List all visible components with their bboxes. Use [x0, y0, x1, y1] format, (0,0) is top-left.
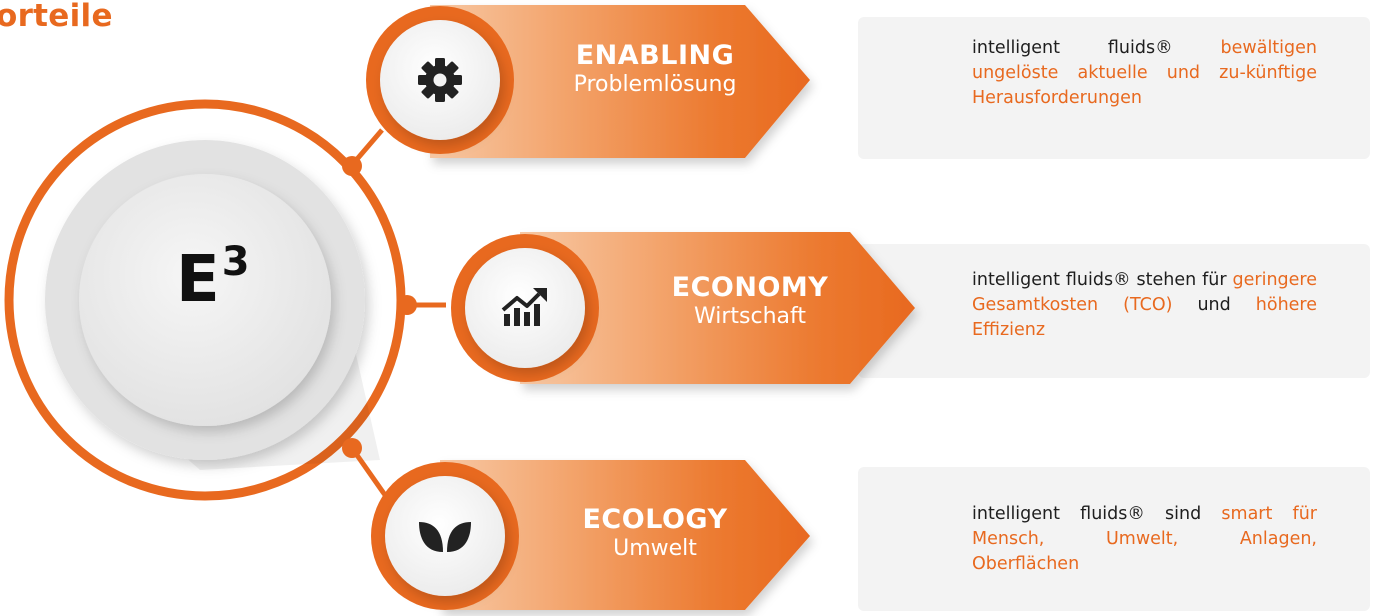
item-subtitle-economy: Wirtschaft — [693, 304, 807, 329]
hub-superscript: 3 — [221, 239, 250, 285]
item-subtitle-enabling: Problemlösung — [573, 72, 737, 97]
description-text: intelligent fluids® stehen für — [972, 270, 1233, 290]
banner-economy — [520, 232, 915, 384]
connector-dot-1 — [342, 156, 362, 176]
hub-letter: E — [176, 243, 220, 317]
description-highlight: bewältigen ungelöste aktuelle und zu-kün… — [972, 38, 1317, 108]
description-ecology: intelligent fluids® sind smart für Mensc… — [972, 502, 1317, 577]
connector-dot-3 — [342, 438, 362, 458]
banner-text-ecology: ECOLOGY Umwelt — [555, 504, 755, 561]
description-text: und — [1172, 295, 1256, 315]
item-subtitle-ecology: Umwelt — [613, 536, 697, 561]
banner-ecology — [440, 460, 810, 610]
description-highlight: geringere Gesamtkosten (TCO) — [972, 270, 1317, 315]
growth-chart-icon — [501, 288, 547, 326]
item-title-enabling: ENABLING — [575, 40, 735, 71]
leaves-icon — [419, 522, 471, 552]
description-text: intelligent fluids® — [972, 38, 1221, 58]
banner-enabling — [430, 5, 810, 158]
icon-disc-3 — [385, 476, 505, 596]
hub-inner-disc — [79, 174, 331, 426]
description-text: intelligent fluids® sind — [972, 504, 1222, 524]
banner-text-enabling: ENABLING Problemlösung — [545, 40, 765, 97]
description-highlight: smart für Mensch, Umwelt, Anlagen, Oberf… — [972, 504, 1317, 574]
desc-card-bg-3 — [858, 467, 1370, 611]
description-economy: intelligent fluids® stehen für geringere… — [972, 268, 1317, 343]
icon-disc-2 — [465, 248, 585, 368]
desc-card-bg-2 — [858, 244, 1370, 378]
connector-dot-2 — [397, 295, 417, 315]
item-title-economy: ECONOMY — [671, 272, 829, 303]
description-enabling: intelligent fluids® bewältigen ungelöste… — [972, 36, 1317, 111]
banner-text-economy: ECONOMY Wirtschaft — [640, 272, 860, 329]
page-title: orteile — [0, 0, 113, 34]
desc-card-bg-1 — [858, 17, 1370, 159]
item-title-ecology: ECOLOGY — [582, 504, 728, 535]
hub-label: E3 — [176, 242, 250, 312]
description-highlight: höhere Effizienz — [972, 295, 1317, 340]
gear-icon — [418, 58, 462, 102]
